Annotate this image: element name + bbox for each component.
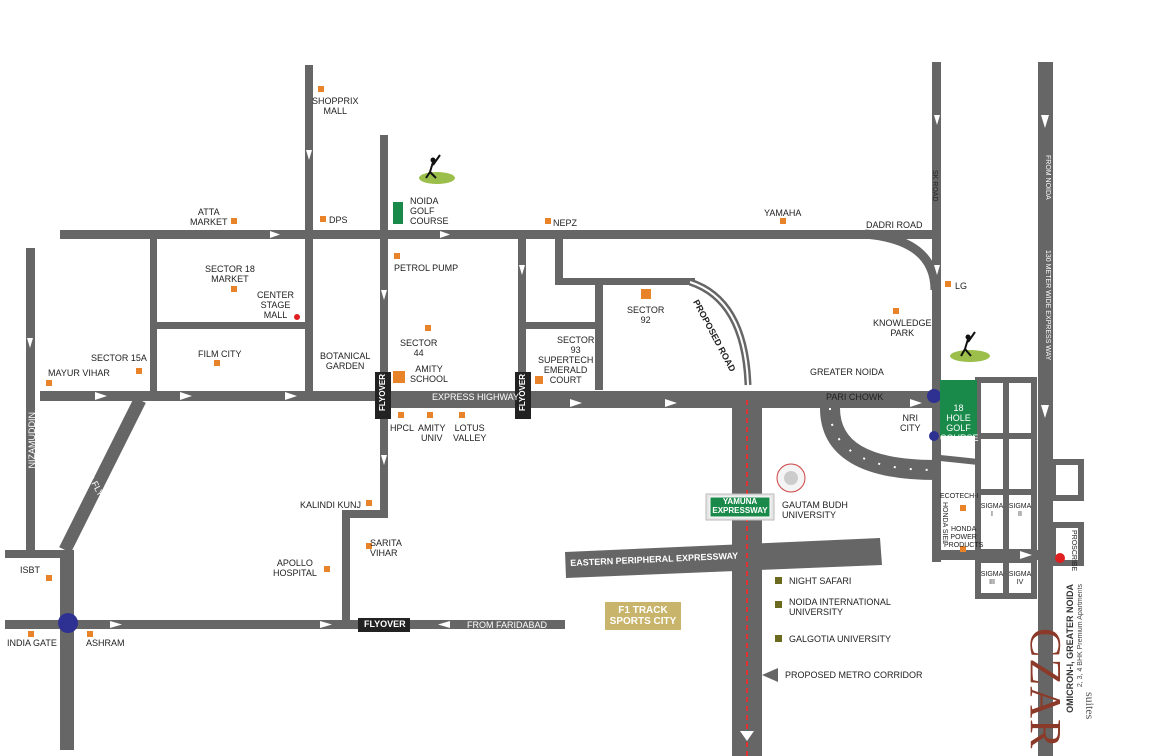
map-marker [641,289,651,299]
golfer-icon [419,154,455,184]
label-yamaha: YAMAHA [764,208,802,218]
map-marker [46,380,52,386]
label-hpcl: HPCL [390,423,415,433]
map-marker [366,543,372,549]
label-film-city: FILM CITY [198,349,242,359]
label-sector-92: SECTOR 92 [627,305,665,325]
map-marker [775,635,782,642]
label-proposed-metro-corridor: PROPOSED METRO CORRIDOR [785,670,923,680]
map-marker [398,412,404,418]
label-dps: DPS [329,215,348,225]
label-yamuna-expressway: YAMUNA EXPRESSWAY [712,497,768,515]
map-marker [393,371,405,383]
label-sk-road: SK ROAD [931,170,938,202]
label-petrol-pump: PETROL PUMP [394,263,459,273]
label-nri-city: NRI CITY [900,413,921,433]
label-from-noida: FROM NOIDA [1044,155,1051,200]
map-marker [459,412,465,418]
label-sector-15a: SECTOR 15A [91,353,147,363]
label-apollo-hospital: APOLLO HOSPITAL [273,558,317,578]
golfer-icon [950,331,990,362]
map-marker [775,601,782,608]
label-india-gate: INDIA GATE [7,638,57,648]
label-pari-chowk: PARI CHOWK [826,392,884,402]
label-shopprix-mall: SHOPPRIX MALL [312,96,359,116]
map-marker [893,308,899,314]
label-sector-93: SECTOR 93 [557,335,595,355]
map-marker [945,281,951,287]
label-noida-international-university: NOIDA INTERNATIONAL UNIVERSITY [789,597,891,617]
brand-logo: CZAR [1021,628,1070,750]
brand-logo-sub: suites [1083,692,1097,720]
label-flyover: FLYOVER [378,374,387,412]
label-isbt: ISBT [20,565,41,575]
map-marker [780,218,786,224]
map-marker [775,577,782,584]
label-gautam-budh-university: GAUTAM BUDH UNIVERSITY [782,500,848,520]
label-ashram: ASHRAM [86,638,125,648]
label-mayur-vihar: MAYUR VIHAR [48,368,110,378]
label-botanical-garden: BOTANICAL GARDEN [320,351,371,371]
label-flyover: FLYOVER [518,374,527,412]
map-marker [87,631,93,637]
label-amity-univ: AMITY UNIV [418,423,446,443]
label-noida-golf-course: NOIDA GOLF COURSE [410,196,449,226]
map-marker [324,566,330,572]
label-sigma-1: SIGMA I [980,503,1004,518]
label-knowledge-park: KNOWLEDGE PARK [873,318,932,338]
label-lg: LG [955,281,968,291]
map-marker [960,505,966,511]
label-sarita-vihar: SARITA VIHAR [370,538,402,558]
label-honda-siel: HONDA SIEL [941,502,948,545]
label-amity-school: AMITY SCHOOL [410,364,449,384]
label-f1-track-sports-city: F1 TRACK SPORTS CITY [609,605,677,627]
label-from-faridabad: FROM FARIDABAD [467,620,548,630]
map-marker [545,218,551,224]
map-marker [28,631,34,637]
map-marker [960,546,966,552]
label-express-highway: EXPRESS HIGHWAY [432,392,520,402]
map-marker [318,86,324,92]
label-supertech-emerald-court: SUPERTECH EMERALD COURT [538,355,594,385]
label-dadri-road: DADRI ROAD [866,220,923,230]
label-lotus-valley: LOTUS VALLEY [453,423,487,443]
label-nizamuddin: NIZAMUDDIN [27,412,37,469]
label-sector-44: SECTOR 44 [400,338,438,358]
golf-course-block [940,380,977,436]
label-night-safari: NIGHT SAFARI [789,576,852,586]
label-130-meter-expressway: 130 METER WIDE EXPRESS WAY [1044,250,1051,361]
map-marker [427,412,433,418]
label-proscribe: PROSCRIBE [1070,530,1077,572]
label-atta-market: ATTA MARKET [190,207,228,227]
project-tagline: 2, 3, 4 BHK Premium Apartments [1077,584,1084,688]
label-sigma-4: SIGMA IV [1008,571,1032,586]
label-kalindi-kunj: KALINDI KUNJ [300,500,362,510]
map-marker [231,218,237,224]
label-honda-power-products: HONDA POWER PRODUCTS [944,526,984,549]
map-marker [231,286,237,292]
direction-arrows [95,231,1032,628]
label-sigma-2: SIGMA II [1008,503,1032,518]
map-marker [425,325,431,331]
label-18-hole-golf-course: 18 HOLE GOLF COURSE [940,403,979,443]
label-flyover: FLYOVER [364,619,406,629]
map-marker [366,500,372,506]
label-center-stage-mall: CENTER STAGE MALL [257,290,295,320]
label-galgotia-university: GALGOTIA UNIVERSITY [789,634,892,644]
brand-block: OMICRON-I, GREATER NOIDA 2, 3, 4 BHK Pre… [1021,580,1160,756]
map-marker [136,368,142,374]
label-greater-noida: GREATER NOIDA [810,367,884,377]
map-marker [394,253,400,259]
map-marker [535,376,543,384]
label-ecotech: ECOTECH-I [940,493,979,500]
map-marker [46,575,52,581]
map-marker [320,216,326,222]
map-marker [214,360,220,366]
label-sector-18-market: SECTOR 18 MARKET [205,264,255,284]
label-nepz: NEPZ [553,218,578,228]
label-sigma-3: SIGMA III [980,571,1004,586]
